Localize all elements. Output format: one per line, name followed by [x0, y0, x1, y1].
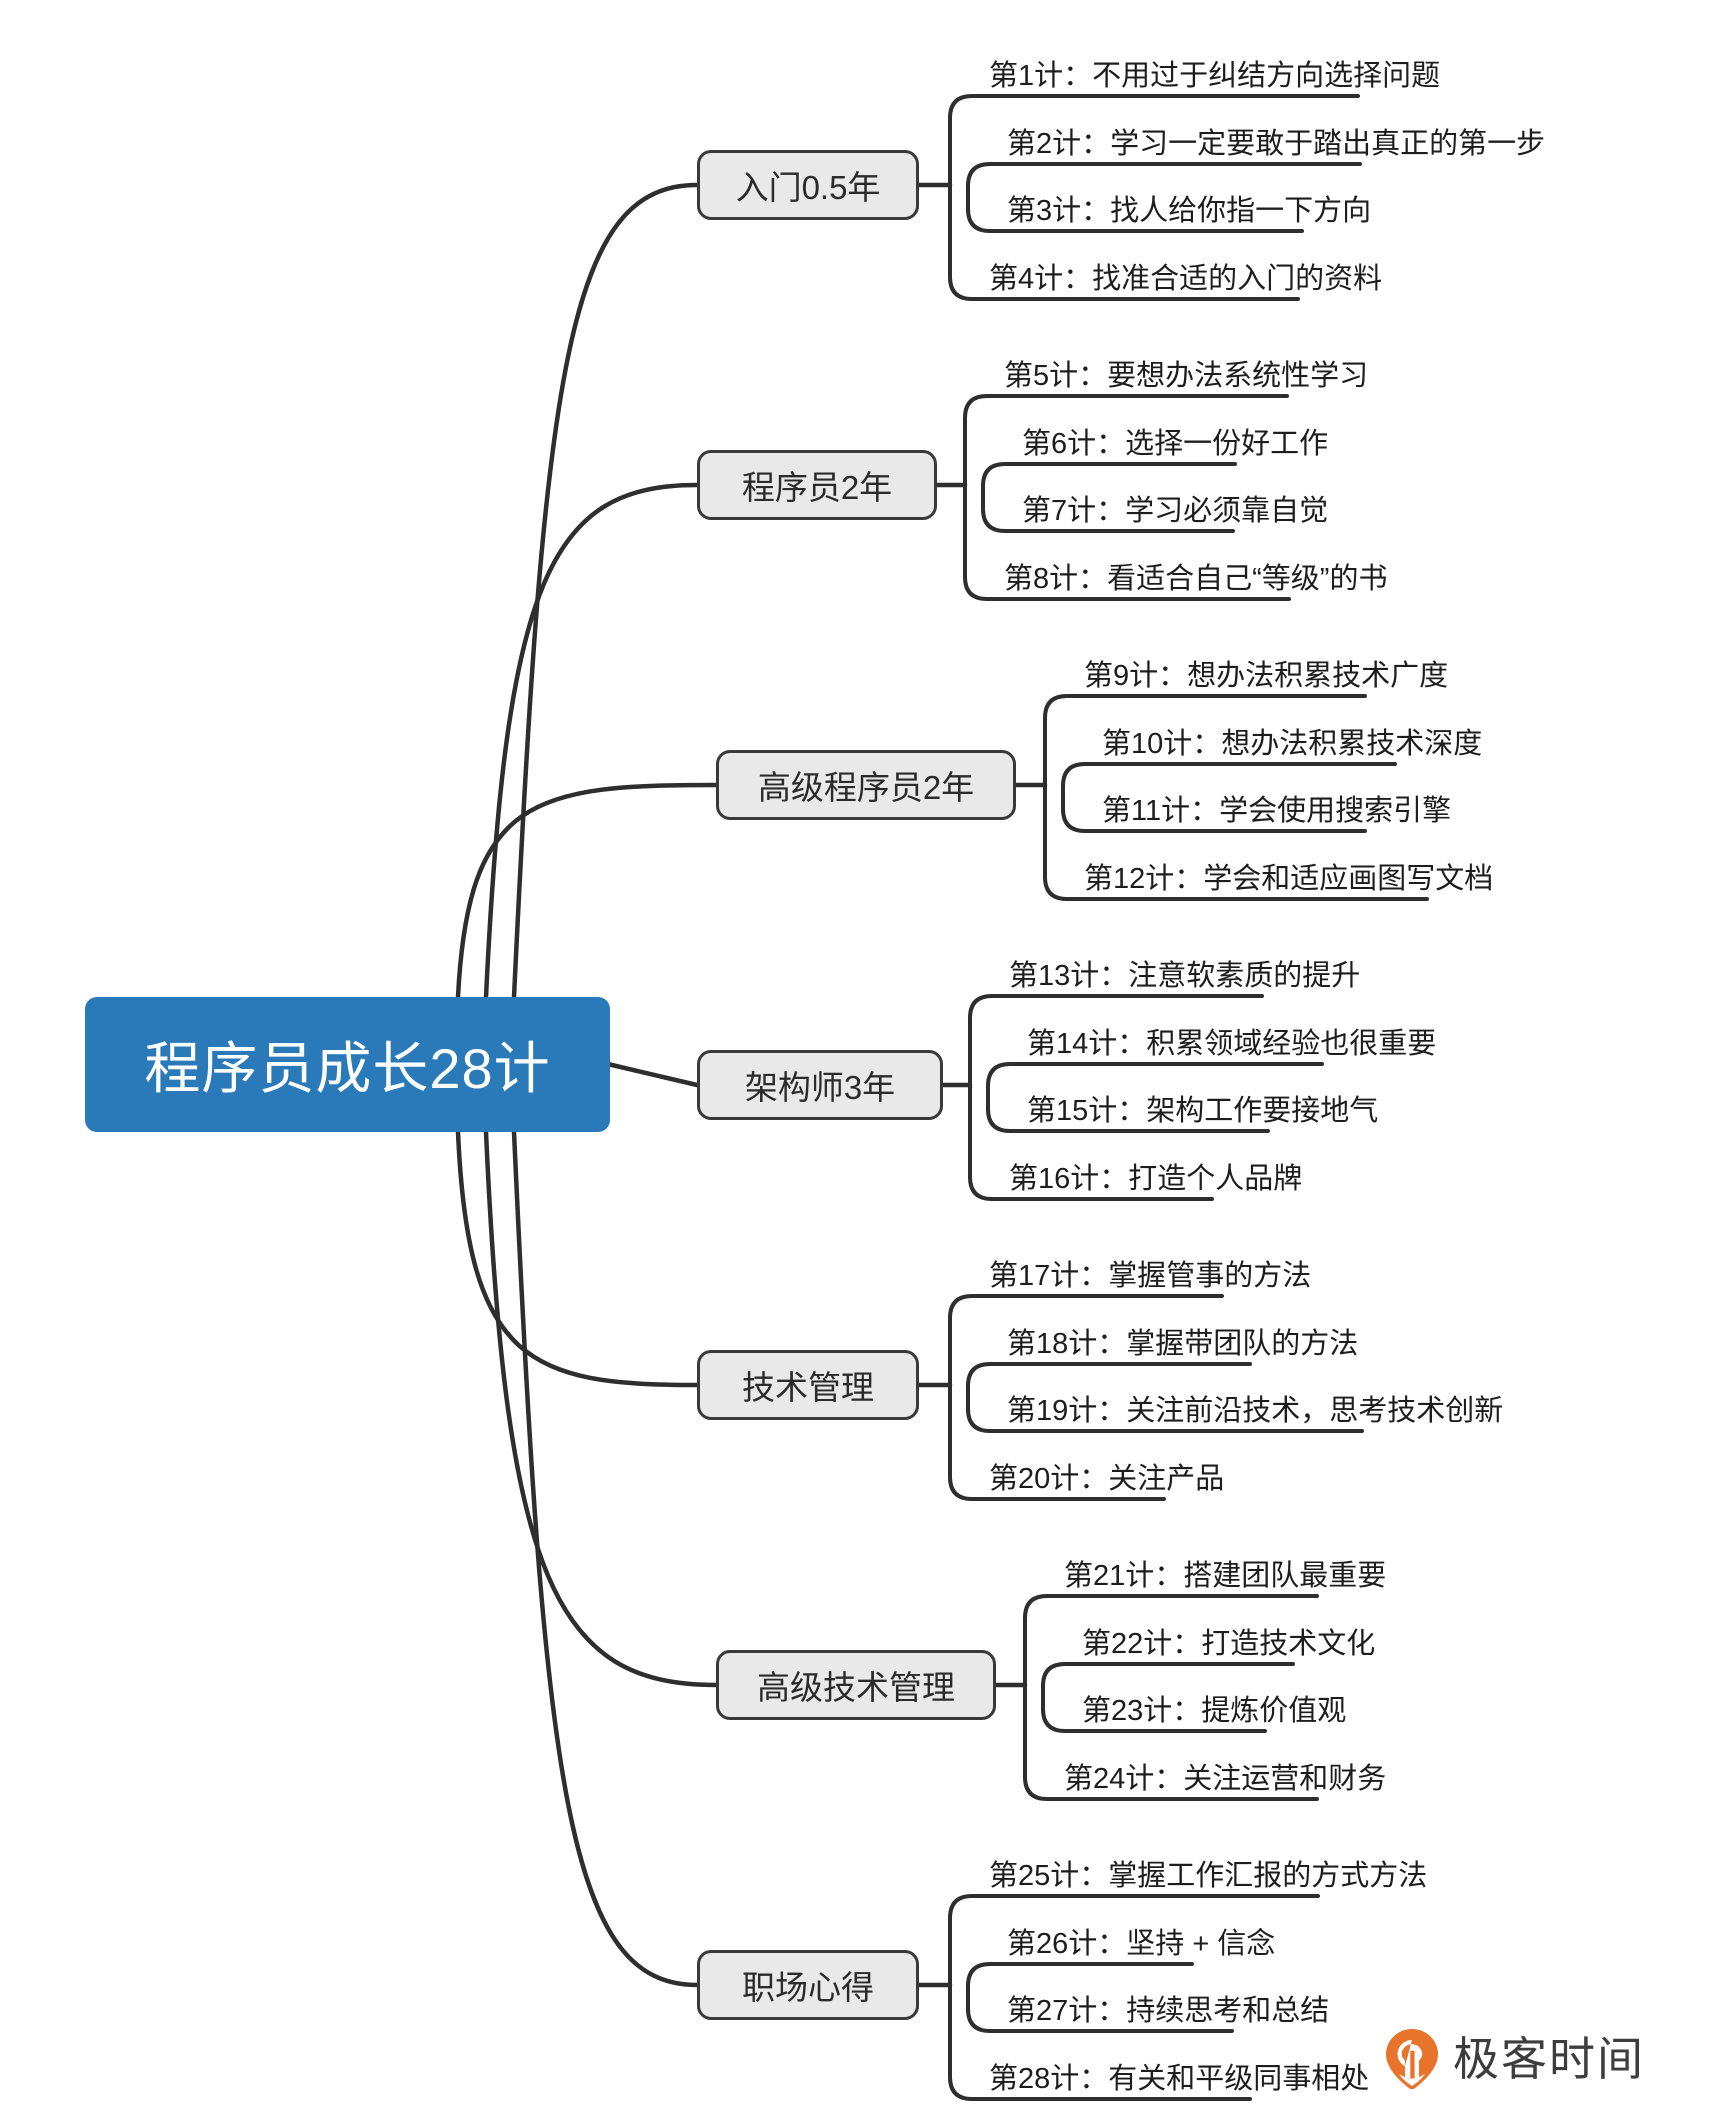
leaf-item[interactable]: 第13计：注意软素质的提升 [1005, 962, 1364, 1000]
branch-node-6[interactable]: 高级技术管理 [716, 1650, 996, 1720]
branch-node-5[interactable]: 技术管理 [697, 1350, 919, 1420]
leaf-label: 第3计：找人给你指一下方向 [1007, 195, 1372, 227]
brand-watermark: 极客时间 [1385, 2028, 1645, 2090]
leaf-label: 第8计：看适合自己“等级”的书 [1004, 563, 1388, 595]
leaf-item[interactable]: 第19计：关注前沿技术，思考技术创新 [1003, 1397, 1507, 1435]
leaf-item[interactable]: 第20计：关注产品 [985, 1465, 1228, 1503]
connector-curve [607, 1062, 700, 1088]
leaf-item[interactable]: 第6计：选择一份好工作 [1018, 430, 1332, 468]
leaf-label: 第18计：掌握带团队的方法 [1007, 1328, 1359, 1360]
leaf-label: 第9计：想办法积累技术广度 [1084, 660, 1449, 692]
leaf-item[interactable]: 第25计：掌握工作汇报的方式方法 [985, 1862, 1431, 1900]
leaf-label: 第12计：学会和适应画图写文档 [1084, 863, 1494, 895]
leaf-label: 第16计：打造个人品牌 [1009, 1163, 1303, 1195]
leaf-label: 第15计：架构工作要接地气 [1027, 1095, 1379, 1127]
leaf-label: 第2计：学习一定要敢于踏出真正的第一步 [1007, 128, 1546, 160]
root-node[interactable]: 程序员成长28计 [85, 997, 610, 1132]
leaf-label: 第23计：提炼价值观 [1082, 1695, 1347, 1727]
leaf-item[interactable]: 第12计：学会和适应画图写文档 [1080, 865, 1497, 903]
leaf-item[interactable]: 第11计：学会使用搜索引擎 [1098, 797, 1455, 835]
leaf-item[interactable]: 第18计：掌握带团队的方法 [1003, 1330, 1362, 1368]
leaf-label: 第25计：掌握工作汇报的方式方法 [989, 1860, 1428, 1892]
connector-curve [511, 1129, 700, 1988]
leaf-label: 第5计：要想办法系统性学习 [1004, 360, 1369, 392]
leaf-item[interactable]: 第9计：想办法积累技术广度 [1080, 662, 1452, 700]
branch-node-label: 高级程序员2年 [757, 769, 975, 806]
branch-node-2[interactable]: 程序员2年 [697, 450, 937, 520]
connector-curve [483, 482, 700, 1000]
leaf-label: 第1计：不用过于纠结方向选择问题 [989, 60, 1441, 92]
leaf-item[interactable]: 第28计：有关和平级同事相处 [985, 2065, 1373, 2103]
leaf-item[interactable]: 第10计：想办法积累技术深度 [1098, 730, 1486, 768]
leaf-label: 第28计：有关和平级同事相处 [989, 2063, 1370, 2095]
leaf-label: 第6计：选择一份好工作 [1022, 428, 1329, 460]
branch-node-label: 架构师3年 [744, 1069, 896, 1106]
leaf-item[interactable]: 第21计：搭建团队最重要 [1060, 1562, 1390, 1600]
leaf-item[interactable]: 第23计：提炼价值观 [1078, 1697, 1350, 1735]
leaf-label: 第11计：学会使用搜索引擎 [1102, 795, 1452, 827]
leaf-label: 第22计：打造技术文化 [1082, 1628, 1376, 1660]
leaf-label: 第14计：积累领域经验也很重要 [1027, 1028, 1437, 1060]
location-pin-icon [1385, 2028, 1439, 2090]
branch-node-4[interactable]: 架构师3年 [697, 1050, 943, 1120]
connector-curve [455, 1129, 700, 1388]
leaf-item[interactable]: 第17计：掌握管事的方法 [985, 1262, 1315, 1300]
leaf-label: 第24计：关注运营和财务 [1064, 1763, 1387, 1795]
branch-node-label: 高级技术管理 [757, 1669, 955, 1706]
leaf-label: 第13计：注意软素质的提升 [1009, 960, 1361, 992]
leaf-item[interactable]: 第15计：架构工作要接地气 [1023, 1097, 1382, 1135]
leaf-label: 第17计：掌握管事的方法 [989, 1260, 1312, 1292]
branch-node-7[interactable]: 职场心得 [697, 1950, 919, 2020]
connector-curve [455, 782, 719, 1000]
leaf-item[interactable]: 第24计：关注运营和财务 [1060, 1765, 1390, 1803]
leaf-label: 第26计：坚持 + 信念 [1007, 1928, 1276, 1960]
leaf-label: 第10计：想办法积累技术深度 [1102, 728, 1483, 760]
branch-node-label: 职场心得 [742, 1969, 874, 2006]
leaf-item[interactable]: 第1计：不用过于纠结方向选择问题 [985, 62, 1444, 100]
leaf-label: 第19计：关注前沿技术，思考技术创新 [1007, 1395, 1504, 1427]
leaf-label: 第20计：关注产品 [989, 1463, 1225, 1495]
branch-node-label: 程序员2年 [741, 469, 893, 506]
leaf-item[interactable]: 第14计：积累领域经验也很重要 [1023, 1030, 1440, 1068]
branch-node-label: 入门0.5年 [735, 169, 881, 206]
branch-node-3[interactable]: 高级程序员2年 [716, 750, 1016, 820]
leaf-item[interactable]: 第5计：要想办法系统性学习 [1000, 362, 1372, 400]
branch-node-label: 技术管理 [742, 1369, 874, 1406]
leaf-item[interactable]: 第4计：找准合适的入门的资料 [985, 265, 1386, 303]
leaf-item[interactable]: 第27计：持续思考和总结 [1003, 1997, 1333, 2035]
leaf-item[interactable]: 第26计：坚持 + 信念 [1003, 1930, 1279, 1968]
leaf-label: 第27计：持续思考和总结 [1007, 1995, 1330, 2027]
connector-curve [511, 182, 700, 1000]
leaf-label: 第7计：学习必须靠自觉 [1022, 495, 1329, 527]
leaf-item[interactable]: 第16计：打造个人品牌 [1005, 1165, 1306, 1203]
leaf-item[interactable]: 第22计：打造技术文化 [1078, 1630, 1379, 1668]
leaf-item[interactable]: 第8计：看适合自己“等级”的书 [1000, 565, 1391, 603]
leaf-item[interactable]: 第7计：学习必须靠自觉 [1018, 497, 1332, 535]
connector-curve [483, 1129, 719, 1688]
leaf-label: 第4计：找准合适的入门的资料 [989, 263, 1383, 295]
leaf-label: 第21计：搭建团队最重要 [1064, 1560, 1387, 1592]
brand-name: 极客时间 [1453, 2033, 1645, 2085]
leaf-item[interactable]: 第3计：找人给你指一下方向 [1003, 197, 1375, 235]
branch-node-1[interactable]: 入门0.5年 [697, 150, 919, 220]
leaf-item[interactable]: 第2计：学习一定要敢于踏出真正的第一步 [1003, 130, 1549, 168]
